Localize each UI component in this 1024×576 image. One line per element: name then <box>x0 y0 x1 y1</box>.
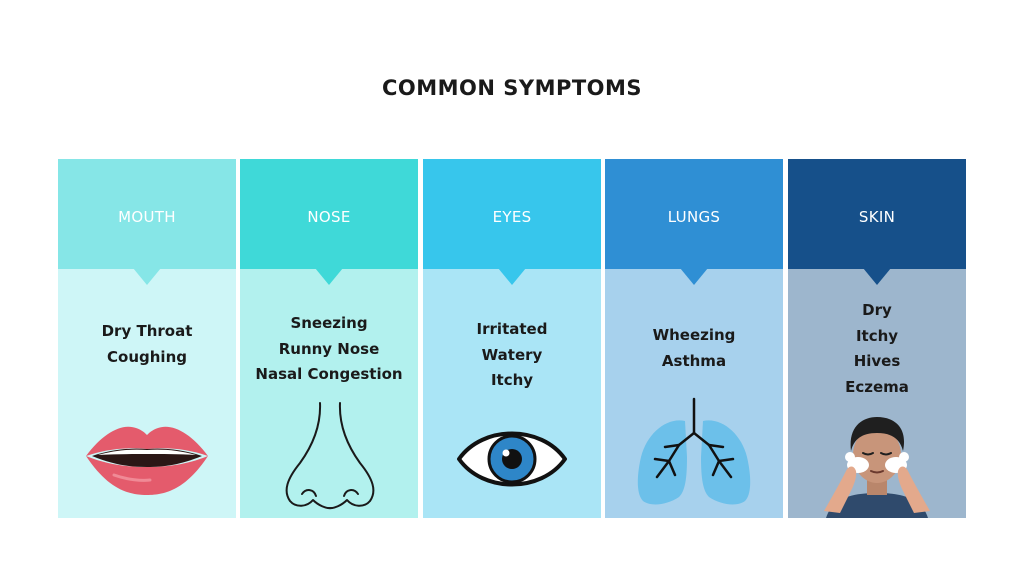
symptom-item: Itchy <box>490 371 534 389</box>
symptom-list: Dry Throat Coughing <box>58 319 236 370</box>
symptom-item: Watery <box>481 345 543 364</box>
column-header: EYES <box>423 159 601 269</box>
column-body: Wheezing Asthma <box>605 269 783 518</box>
symptom-item: Asthma <box>661 351 727 370</box>
pointer-arrow <box>680 268 708 285</box>
symptom-item: Wheezing <box>652 326 736 344</box>
nose-icon <box>285 402 375 510</box>
symptom-list: Sneezing Runny Nose Nasal Congestion <box>240 311 418 388</box>
column-body: Irritated Watery Itchy <box>423 269 601 518</box>
pointer-arrow <box>498 268 526 285</box>
face-washing-icon <box>824 417 930 518</box>
column-header: SKIN <box>788 159 966 269</box>
symptom-item: Itchy <box>855 326 899 345</box>
column-body: Sneezing Runny Nose Nasal Congestion <box>240 269 418 518</box>
column-body: Dry Itchy Hives Eczema <box>788 269 966 518</box>
symptom-list: Dry Itchy Hives Eczema <box>788 298 966 400</box>
column-header: NOSE <box>240 159 418 269</box>
column-body: Dry Throat Coughing <box>58 269 236 518</box>
symptom-list: Irritated Watery Itchy <box>423 317 601 394</box>
column-skin: SKIN Dry Itchy Hives Eczema <box>788 159 966 518</box>
column-header: LUNGS <box>605 159 783 269</box>
symptom-list: Wheezing Asthma <box>605 323 783 374</box>
symptom-item: Dry Throat <box>101 322 193 340</box>
symptom-item: Runny Nose <box>278 339 380 358</box>
symptom-item: Hives <box>853 352 901 370</box>
column-eyes: EYES Irritated Watery Itchy <box>423 159 601 518</box>
column-nose: NOSE Sneezing Runny Nose Nasal Congestio… <box>240 159 418 518</box>
symptom-item: Sneezing <box>290 314 368 332</box>
lungs-icon <box>637 397 751 505</box>
eye-icon <box>457 431 567 487</box>
column-label: LUNGS <box>667 208 721 226</box>
column-label: EYES <box>492 208 532 226</box>
column-mouth: MOUTH Dry Throat Coughing <box>58 159 236 518</box>
symptom-item: Nasal Congestion <box>255 365 403 383</box>
symptom-item: Irritated <box>476 320 548 338</box>
column-header: MOUTH <box>58 159 236 269</box>
page-title: COMMON SYMPTOMS <box>381 76 643 100</box>
symptom-item: Dry <box>862 301 892 319</box>
pointer-arrow <box>133 268 161 285</box>
symptom-item: Coughing <box>107 347 187 366</box>
column-label: NOSE <box>307 208 351 226</box>
pointer-arrow <box>863 268 891 285</box>
column-label: SKIN <box>858 208 896 226</box>
pointer-arrow <box>315 268 343 285</box>
lips-icon <box>86 426 208 495</box>
column-lungs: LUNGS Wheezing Asthma <box>605 159 783 518</box>
column-label: MOUTH <box>118 208 176 226</box>
symptom-item: Eczema <box>845 377 909 396</box>
